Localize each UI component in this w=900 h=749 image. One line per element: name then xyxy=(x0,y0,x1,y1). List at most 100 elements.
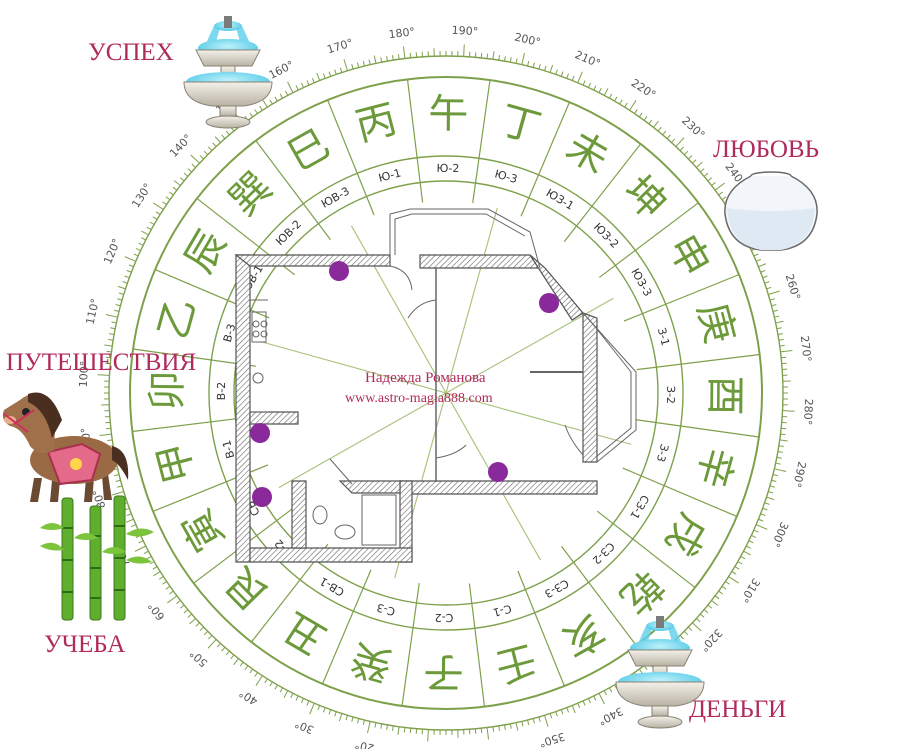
degree-tick xyxy=(634,109,638,114)
sector-divider xyxy=(517,570,565,687)
degree-tick xyxy=(187,613,192,618)
degree-tick xyxy=(403,727,406,733)
sector-glyph: 酉 xyxy=(701,375,747,415)
degree-tick xyxy=(124,275,130,279)
degree-tick xyxy=(509,57,512,63)
burner xyxy=(252,330,260,338)
degree-tick xyxy=(675,137,685,147)
degree-tick xyxy=(768,290,780,295)
degree-tick xyxy=(169,590,174,595)
degree-tick xyxy=(703,609,709,614)
plan-line xyxy=(250,299,268,413)
degree-tick xyxy=(643,116,648,121)
degree-tick xyxy=(155,211,161,215)
degree-tick xyxy=(776,456,782,459)
degree-tick xyxy=(771,304,777,307)
degree-tick xyxy=(269,681,273,687)
degree-tick xyxy=(279,687,284,693)
degree-tick xyxy=(775,462,781,465)
sector-code: ЮЗ-2 xyxy=(591,220,621,250)
sector-glyph: 未 xyxy=(558,123,616,183)
degree-tick xyxy=(191,163,196,168)
degree-tick xyxy=(571,75,575,81)
degree-tick xyxy=(146,226,152,231)
degree-tick xyxy=(176,600,181,604)
degree-tick xyxy=(309,703,315,715)
degree-tick xyxy=(486,727,490,740)
degree-tick xyxy=(515,58,518,64)
degree-tick xyxy=(657,126,662,132)
degree-tick xyxy=(225,130,230,136)
degree-label: 290° xyxy=(790,460,809,489)
degree-tick xyxy=(721,585,727,590)
degree-tick xyxy=(577,703,581,709)
sector-divider xyxy=(623,274,740,322)
plan-line xyxy=(587,317,632,457)
sector-glyph: 申 xyxy=(659,227,719,284)
horse-icon xyxy=(2,392,129,502)
sector-code: ЮЗ-3 xyxy=(628,266,654,298)
sector-glyph: 乾 xyxy=(611,561,672,622)
degree-tick xyxy=(264,678,268,684)
sector-glyph: 艮 xyxy=(217,558,278,619)
degree-tick xyxy=(504,724,506,730)
degree-tick xyxy=(153,202,164,210)
degree-tick xyxy=(527,61,530,67)
degree-tick xyxy=(130,524,136,528)
degree-tick xyxy=(700,613,705,618)
degree-tick xyxy=(190,154,200,164)
degree-tick xyxy=(125,518,134,523)
sector-code: ЮВ-2 xyxy=(273,218,304,249)
degree-tick xyxy=(207,639,217,649)
degree-tick xyxy=(718,590,723,595)
marker-dot xyxy=(539,293,559,313)
degree-tick xyxy=(322,707,326,713)
degree-tick xyxy=(582,80,586,86)
sector-glyph: 戌 xyxy=(656,505,716,563)
sector-glyph: 乙 xyxy=(150,293,205,344)
degree-tick xyxy=(283,690,289,698)
degree-tick xyxy=(392,55,394,61)
degree-tick xyxy=(166,595,178,604)
degree-tick xyxy=(357,62,360,68)
degree-tick xyxy=(521,52,525,65)
sector-glyph: 午 xyxy=(428,91,468,137)
sector-code: Ю-1 xyxy=(377,166,402,184)
degree-tick xyxy=(165,585,171,590)
degree-tick xyxy=(780,349,793,353)
degree-tick xyxy=(107,439,113,442)
degree-tick xyxy=(122,281,128,284)
bamboo-icon xyxy=(40,495,154,621)
degree-tick xyxy=(146,555,152,560)
degree-label: 60° xyxy=(145,599,167,622)
sector-glyph: 巽 xyxy=(220,164,281,225)
degree-tick xyxy=(254,672,258,677)
degree-tick xyxy=(734,566,740,570)
degree-tick xyxy=(582,700,586,706)
degree-tick xyxy=(311,77,315,83)
degree-tick xyxy=(199,626,204,631)
marker-dot xyxy=(250,423,270,443)
degree-tick xyxy=(781,356,787,359)
sector-code: З-3 xyxy=(654,443,671,464)
label-success: УСПЕХ xyxy=(88,39,174,66)
degree-tick xyxy=(115,479,121,482)
degree-tick xyxy=(351,716,354,722)
sector-code: В-1 xyxy=(220,439,237,460)
degree-tick xyxy=(105,356,111,359)
sector-glyph: 辰 xyxy=(176,223,236,281)
degree-tick xyxy=(711,600,719,606)
degree-label: 260° xyxy=(783,272,803,301)
degree-label: 230° xyxy=(679,114,707,142)
degree-label: 200° xyxy=(513,30,542,49)
degree-tick xyxy=(138,242,144,246)
degree-tick xyxy=(671,138,676,143)
degree-tick xyxy=(306,80,310,86)
degree-tick xyxy=(766,496,775,501)
sector-divider xyxy=(598,202,699,278)
sector-divider xyxy=(596,510,696,589)
sector-glyph: 丑 xyxy=(276,603,334,663)
compass-ring: 0°10°20°30°40°50°60°70°80°90°100°110°120… xyxy=(77,24,815,749)
degree-tick xyxy=(762,507,768,511)
degree-tick xyxy=(509,723,512,729)
